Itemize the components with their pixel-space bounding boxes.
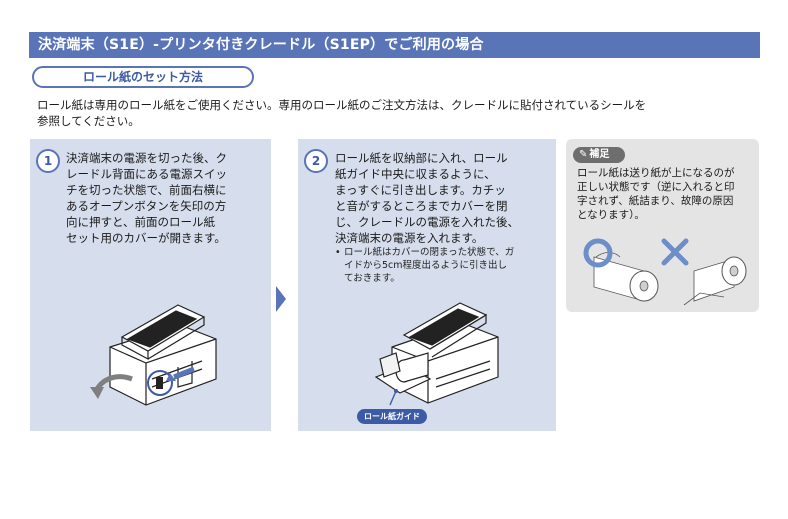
step-2-note-line: イドから5cm程度出るように引き出し	[344, 260, 508, 271]
supplement-badge: ✎補足	[573, 147, 625, 163]
next-step-arrow-icon	[276, 286, 286, 312]
step-2-line: 紙ガイド中央に収まるように、	[335, 167, 496, 181]
wrong-mark-icon	[661, 238, 689, 266]
step-1-line: 向に押すと、前面のロール紙	[66, 215, 216, 229]
wrong-roll-icon	[683, 256, 747, 306]
intro-line-1: ロール紙は専用のロール紙をご使用ください。専用のロール紙のご注文方法は、クレード…	[37, 98, 647, 112]
correct-mark-icon	[583, 238, 613, 268]
step-2-note: • ロール紙はカバーの閉まった状態で、ガ イドから5cm程度出るように引き出し …	[335, 246, 547, 285]
note-bullet: •	[335, 247, 341, 258]
correct-roll-icon	[593, 252, 659, 302]
step-1-line: レードル背面にある電源スイッ	[66, 167, 227, 181]
step-1-panel: 1 決済端末の電源を切った後、ク レードル背面にある電源スイッ チを切った状態で…	[30, 139, 271, 431]
intro-line-2: 参照してください。	[37, 114, 140, 128]
step-2-line: と音がするところまでカバーを閉	[335, 199, 508, 213]
step-2-line: ロール紙を収納部に入れ、ロール	[335, 151, 508, 165]
step-2-line: まっすぐに引き出します。カチッ	[335, 183, 506, 197]
supplement-line: となります）。	[577, 209, 645, 221]
section-header: 決済端末（S1E）-プリンタ付きクレードル（S1EP）でご利用の場合	[29, 32, 760, 58]
step-2-line: じ、クレードルの電源を入れた後、	[335, 215, 519, 229]
step-2-note-line: ておきます。	[344, 273, 400, 284]
step-2-panel: 2 ロール紙を収納部に入れ、ロール 紙ガイド中央に収まるように、 まっすぐに引き…	[298, 139, 556, 431]
step-2-text: ロール紙を収納部に入れ、ロール 紙ガイド中央に収まるように、 まっすぐに引き出し…	[335, 150, 549, 246]
supplement-line: 正しい状態です（逆に入れると印	[577, 181, 735, 193]
supplement-text: ロール紙は送り紙が上になるのが 正しい状態です（逆に入れると印 字されず、紙詰ま…	[577, 166, 753, 222]
supplement-line: ロール紙は送り紙が上になるのが	[577, 167, 735, 179]
step-1-line: チを切った状態で、前面右横に	[66, 183, 227, 197]
roll-orientation-illustration	[583, 238, 747, 306]
intro-text: ロール紙は専用のロール紙をご使用ください。専用のロール紙のご注文方法は、クレード…	[37, 97, 759, 129]
supplement-line: 字されず、紙詰まり、故障の原因	[577, 195, 734, 207]
step-2-note-line: ロール紙はカバーの閉まった状態で、ガ	[344, 247, 515, 258]
roll-paper-insert-illustration	[374, 302, 499, 406]
step-2-line: 決済端末の電源を入れます。	[335, 231, 484, 245]
supplement-badge-label: 補足	[589, 149, 610, 160]
step-1-line: セット用のカバーが開きます。	[66, 231, 226, 245]
step-1-number: 1	[36, 149, 60, 173]
subsection-label: ロール紙のセット方法	[32, 66, 254, 88]
pencil-icon: ✎	[579, 149, 588, 160]
step-2-number: 2	[304, 149, 328, 173]
roll-paper-guide-label: ロール紙ガイド	[357, 409, 427, 424]
step-1-line: あるオープンボタンを矢印の方	[66, 199, 227, 213]
step-1-line: 決済端末の電源を切った後、ク	[66, 151, 227, 165]
step-1-text: 決済端末の電源を切った後、ク レードル背面にある電源スイッ チを切った状態で、前…	[66, 150, 264, 246]
cradle-open-button-illustration	[90, 304, 217, 406]
supplement-box: ✎補足 ロール紙は送り紙が上になるのが 正しい状態です（逆に入れると印 字されず…	[566, 139, 759, 312]
